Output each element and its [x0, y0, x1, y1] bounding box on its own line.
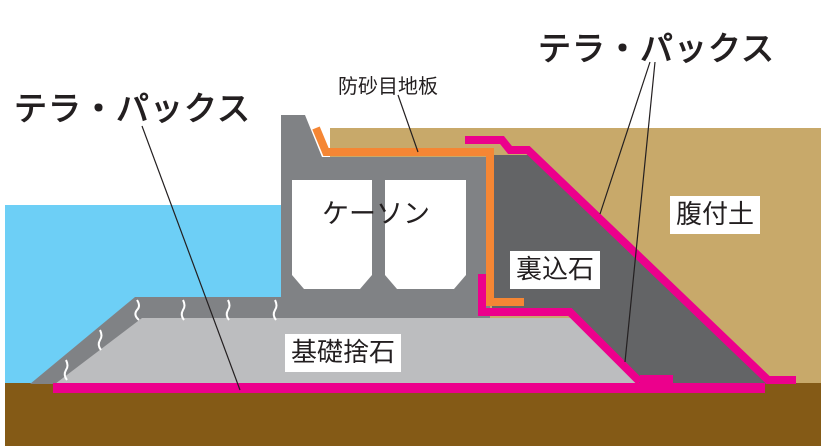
terra-pax-backfill-sheet [478, 274, 643, 385]
terra-pax-label-left: テラ・パックス [14, 89, 252, 128]
backfill-stone-label: 裏込石 [510, 251, 601, 289]
caisson-cell-left [292, 180, 372, 289]
leader-line-joint [397, 94, 419, 153]
terra-pax-slope-sheet [465, 136, 796, 384]
foundation-rubble-label: 基礎捨石 [285, 334, 402, 372]
sand-joint-plate-label: 防砂目地板 [338, 74, 438, 98]
embankment-soil-label: 腹付土 [670, 196, 761, 234]
sand-joint-plate [312, 126, 524, 306]
caisson-label: ケーソン [322, 199, 430, 230]
backfill-stone [492, 155, 770, 384]
terra-pax-label-right: テラ・パックス [538, 29, 776, 68]
terra-pax-bottom-sheet [53, 383, 765, 393]
leader-line-right-1 [599, 61, 651, 215]
caisson-cell-right [385, 180, 466, 289]
leader-line-left [141, 125, 241, 391]
seabed-ground [5, 383, 821, 446]
leader-line-right-2 [624, 61, 656, 363]
